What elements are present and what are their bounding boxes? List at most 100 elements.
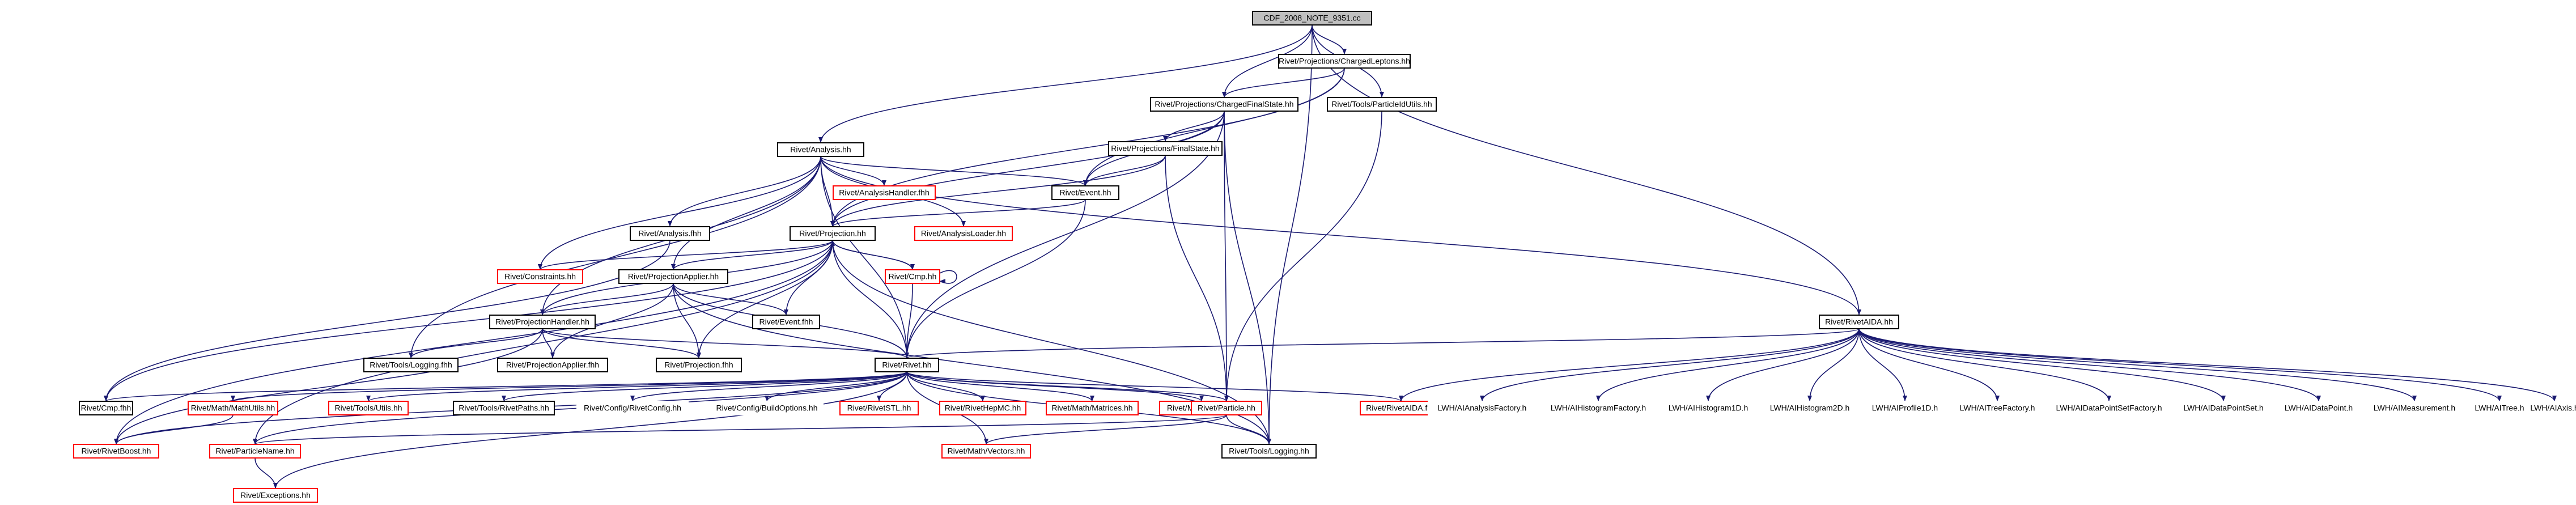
edge-arrowhead — [984, 439, 988, 444]
node-analysis-handler-fhh[interactable]: Rivet/AnalysisHandler.fhh — [833, 185, 936, 200]
edge-arrowhead — [273, 483, 278, 489]
node-label: Rivet/RivetBoost.hh — [82, 447, 151, 456]
node-rivet-paths[interactable]: Rivet/Tools/RivetPaths.hh — [453, 401, 555, 415]
node-label: Rivet/Projection.hh — [799, 229, 866, 238]
node-build-options[interactable]: Rivet/Config/BuildOptions.hh — [710, 401, 824, 415]
node-rivet-boost[interactable]: Rivet/RivetBoost.hh — [73, 444, 159, 459]
dependency-edge — [1224, 111, 1270, 445]
node-rivet-config[interactable]: Rivet/Config/RivetConfig.hh — [576, 401, 689, 415]
node-rivet-hepmc[interactable]: Rivet/RivetHepMC.hh — [939, 401, 1026, 415]
node-lwh-datapointset[interactable]: LWH/AIDataPointSet.h — [2176, 401, 2271, 415]
node-tools-logging-hh[interactable]: Rivet/Tools/Logging.hh — [1221, 444, 1317, 459]
node-cmp-fhh[interactable]: Rivet/Cmp.fhh — [79, 401, 133, 415]
node-label: Rivet/Math/MathUtils.hh — [191, 404, 275, 413]
node-label: LWH/AIHistogram1D.h — [1669, 404, 1749, 413]
node-tools-logging-fhh[interactable]: Rivet/Tools/Logging.fhh — [363, 358, 459, 372]
node-projection-handler[interactable]: Rivet/ProjectionHandler.hh — [489, 315, 596, 329]
node-lwh-analysis-factory[interactable]: LWH/AIAnalysisFactory.h — [1428, 401, 1537, 415]
edge-arrowhead — [1163, 135, 1168, 142]
dependency-edge — [1312, 24, 1860, 316]
edge-arrowhead — [961, 221, 966, 227]
node-particle-id-utils[interactable]: Rivet/Tools/ParticleIdUtils.hh — [1327, 97, 1437, 112]
node-rivet-aida-hh[interactable]: Rivet/RivetAIDA.hh — [1819, 315, 1899, 329]
node-label: LWH/AITree.h — [2475, 404, 2524, 413]
dependency-edge — [673, 240, 833, 270]
dependency-edge — [540, 156, 821, 270]
graph-nodes: CDF_2008_NOTE_9351.cc Rivet/Projections/… — [73, 11, 2576, 503]
edge-arrowhead — [1222, 91, 1227, 97]
node-event-hh[interactable]: Rivet/Event.hh — [1051, 185, 1119, 200]
node-rivet-stl[interactable]: Rivet/RivetSTL.hh — [839, 401, 919, 415]
node-label: LWH/AITreeFactory.h — [1960, 404, 2035, 413]
edge-arrowhead — [1342, 48, 1347, 54]
dependency-edge — [116, 328, 543, 445]
dependency-edge — [1858, 328, 1906, 402]
node-lwh-measurement[interactable]: LWH/AIMeasurement.h — [2366, 401, 2463, 415]
node-lwh-histogram-1d[interactable]: LWH/AIHistogram1D.h — [1660, 401, 1756, 415]
node-analysis-loader[interactable]: Rivet/AnalysisLoader.hh — [914, 226, 1013, 241]
node-cmp-hh[interactable]: Rivet/Cmp.hh — [885, 269, 940, 284]
node-lwh-profile-1d[interactable]: LWH/AIProfile1D.h — [1863, 401, 1947, 415]
node-lwh-datapointset-factory[interactable]: LWH/AIDataPointSetFactory.h — [2048, 401, 2170, 415]
node-projection-applier-fhh[interactable]: Rivet/ProjectionApplier.fhh — [497, 358, 608, 372]
node-label: LWH/AIAxis.h — [2530, 404, 2576, 413]
node-label: LWH/AIDataPointSet.h — [2183, 404, 2263, 413]
node-event-fhh[interactable]: Rivet/Event.fhh — [752, 315, 820, 329]
node-label: Rivet/Event.hh — [1059, 188, 1111, 197]
dependency-edge — [1224, 67, 1345, 98]
node-particle-hh[interactable]: Rivet/Particle.hh — [1191, 401, 1262, 415]
node-charged-final-state[interactable]: Rivet/Projections/ChargedFinalState.hh — [1150, 97, 1298, 112]
node-lwh-tree[interactable]: LWH/AITree.h — [2468, 401, 2531, 415]
node-projection-fhh[interactable]: Rivet/Projection.fhh — [656, 358, 742, 372]
edge-arrowhead — [668, 221, 672, 227]
node-analysis-hh[interactable]: Rivet/Analysis.hh — [777, 142, 864, 157]
node-projection-hh[interactable]: Rivet/Projection.hh — [790, 226, 876, 241]
dependency-edge — [1858, 328, 2415, 402]
dependency-edge — [1165, 111, 1225, 142]
dependency-edge — [673, 156, 821, 270]
dependency-edge — [1085, 155, 1166, 186]
node-tools-utils[interactable]: Rivet/Tools/Utils.hh — [328, 401, 409, 415]
node-label: Rivet/RivetAIDA.fhh — [1366, 404, 1436, 413]
edge-arrowhead — [540, 309, 545, 315]
node-projection-applier[interactable]: Rivet/ProjectionApplier.hh — [618, 269, 728, 284]
node-label: Rivet/Projection.fhh — [664, 360, 733, 370]
node-label: Rivet/Cmp.hh — [889, 272, 937, 281]
node-constraints[interactable]: Rivet/Constraints.hh — [497, 269, 583, 284]
node-analysis-fhh[interactable]: Rivet/Analysis.fhh — [630, 226, 710, 241]
dependency-edge — [832, 199, 1086, 227]
edge-arrowhead — [2412, 396, 2417, 401]
dependency-edge — [832, 240, 907, 359]
edge-arrowhead — [2107, 396, 2111, 401]
node-final-state[interactable]: Rivet/Projections/FinalState.hh — [1108, 141, 1223, 156]
node-label: LWH/AIAnalysisFactory.h — [1438, 404, 1527, 413]
node-math-vectors[interactable]: Rivet/Math/Vectors.hh — [941, 444, 1031, 459]
node-lwh-histogram-factory[interactable]: LWH/AIHistogramFactory.h — [1542, 401, 1654, 415]
node-exceptions[interactable]: Rivet/Exceptions.hh — [233, 488, 318, 503]
edge-arrowhead — [1380, 92, 1384, 97]
node-label: LWH/AIHistogram2D.h — [1770, 404, 1850, 413]
edge-arrowhead — [408, 353, 413, 358]
node-label: Rivet/RivetSTL.hh — [847, 404, 911, 413]
node-lwh-axis[interactable]: LWH/AIAxis.h — [2530, 401, 2576, 415]
node-math-utils[interactable]: Rivet/Math/MathUtils.hh — [188, 401, 278, 415]
node-lwh-datapoint[interactable]: LWH/AIDataPoint.h — [2277, 401, 2361, 415]
dependency-edge — [1401, 328, 1860, 402]
edge-arrowhead — [882, 180, 886, 186]
node-label: Rivet/Analysis.hh — [790, 145, 851, 154]
dependency-edge — [906, 371, 983, 402]
node-rivet-hh[interactable]: Rivet/Rivet.hh — [875, 358, 939, 372]
node-cdf-2008-note-9351-cc[interactable]: CDF_2008_NOTE_9351.cc — [1252, 11, 1372, 26]
dependency-edge — [906, 371, 1227, 402]
node-label: Rivet/Math/Matrices.hh — [1051, 404, 1132, 413]
node-lwh-histogram-2d[interactable]: LWH/AIHistogram2D.h — [1762, 401, 1857, 415]
node-particle-name[interactable]: Rivet/ParticleName.hh — [209, 444, 301, 459]
dependency-edge — [906, 328, 1860, 359]
node-charged-leptons[interactable]: Rivet/Projections/ChargedLeptons.hh — [1278, 54, 1411, 69]
dependency-edge — [939, 270, 957, 284]
node-lwh-tree-factory[interactable]: LWH/AITreeFactory.h — [1953, 401, 2042, 415]
edge-arrowhead — [830, 240, 835, 247]
node-label: Rivet/ProjectionApplier.fhh — [506, 360, 599, 370]
node-label: Rivet/RivetHepMC.hh — [945, 404, 1021, 413]
node-math-matrices[interactable]: Rivet/Math/Matrices.hh — [1046, 401, 1139, 415]
